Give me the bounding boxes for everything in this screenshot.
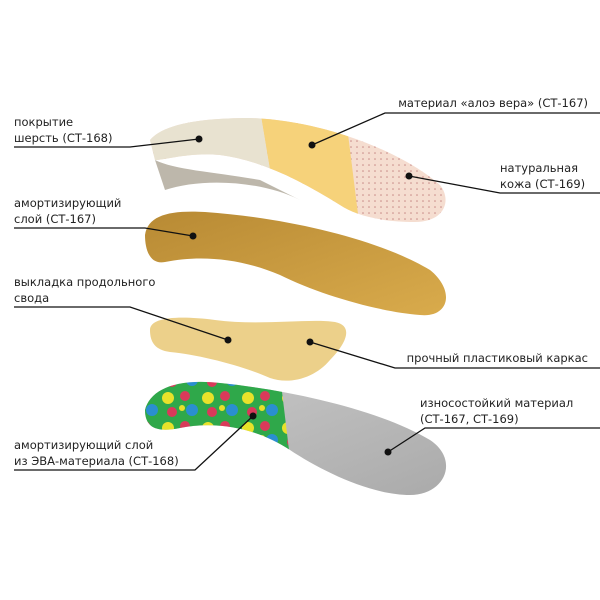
label-line: свода — [14, 291, 50, 305]
label-line: амортизирующий слой — [14, 438, 154, 452]
label-line: шерсть (СТ-168) — [14, 131, 113, 145]
label-line: амортизирующий — [14, 196, 122, 210]
arch-frame-insole — [150, 317, 347, 381]
label-line: (СТ-167, СТ-169) — [420, 412, 519, 426]
label-line: из ЭВА-материала (СТ-168) — [14, 454, 179, 468]
cushion-layer-insole — [145, 211, 447, 316]
label-eva-layer: амортизирующий слой из ЭВА-материала (СТ-… — [14, 437, 179, 469]
label-arch-support: выкладка продольного свода — [14, 274, 155, 306]
leader-lines — [14, 112, 600, 471]
label-line: прочный пластиковый каркас — [406, 351, 588, 365]
label-aloe-material: материал «алоэ вера» (СТ-167) — [398, 95, 588, 111]
label-line: кожа (СТ-169) — [500, 177, 586, 191]
label-line: натуральная — [500, 161, 579, 175]
label-cushion-layer: амортизирующий слой (СТ-167) — [14, 195, 121, 227]
label-plastic-frame: прочный пластиковый каркас — [407, 350, 588, 366]
eva-base-insole — [145, 381, 447, 495]
label-line: выкладка продольного — [14, 275, 156, 289]
marker-dots — [189, 135, 413, 456]
label-wear-resistant: износостойкий материал (СТ-167, СТ-169) — [420, 395, 573, 427]
label-natural-leather: натуральная кожа (СТ-169) — [500, 160, 585, 192]
label-line: покрытие — [14, 115, 74, 129]
label-line: материал «алоэ вера» (СТ-167) — [398, 96, 588, 110]
label-line: слой (СТ-167) — [14, 212, 96, 226]
label-wool-cover: покрытие шерсть (СТ-168) — [14, 114, 112, 146]
label-line: износостойкий материал — [420, 396, 574, 410]
